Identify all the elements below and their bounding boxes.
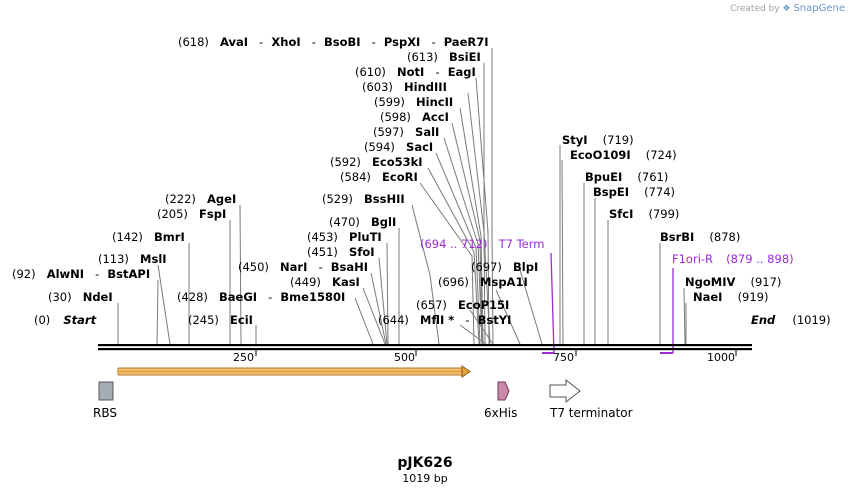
site-line-ecoo109i: [561, 159, 564, 345]
feature-label-6xhis: 6xHis: [484, 406, 517, 420]
feature-t7-terminator: [549, 378, 581, 404]
site-line-blpi: [519, 269, 543, 345]
feature-rbs: [98, 381, 114, 401]
site-label-pluti: (453) PluTI: [307, 226, 382, 245]
site-label-acci: (598) AccI: [380, 106, 449, 125]
site-line-baegi: [354, 297, 374, 345]
site-label-baegi: (428) BaeGI - Bme1580I: [177, 286, 345, 305]
snapgene-credit: Created by ❖ SnapGene: [730, 3, 845, 14]
site-line-nari: [370, 272, 387, 345]
primer-label-f1ori-r: F1ori-R (879 .. 898): [672, 248, 794, 267]
site-label-bsrbi: BsrBI (878): [660, 226, 740, 245]
enzyme-pspxi: PspXI: [384, 35, 420, 49]
site-label-ecii: (245) EciI: [188, 309, 253, 328]
site-label-ecoo109i: EcoO109I (724): [570, 144, 677, 163]
site-line-msli: [157, 264, 171, 345]
site-pos-avai: (618): [178, 35, 209, 49]
site-label-bspei: BspEI (774): [593, 181, 675, 200]
site-label-agei: (222) AgeI: [165, 188, 236, 207]
site-label-ecori: (584) EcoRI: [340, 166, 418, 185]
site-line-pluti: [386, 242, 389, 345]
enzyme-bstapi: BstAPI: [107, 267, 150, 281]
site-label-avai: (618) AvaI - XhoI - BsoBI - PspXI - PaeR…: [178, 31, 489, 50]
site-label-blpi: (697) BlpI: [471, 256, 538, 275]
site-label-bsshii: (529) BssHII: [322, 188, 405, 207]
site-line-alwni: [156, 279, 159, 345]
site-line-hincii: [459, 107, 482, 237]
site-line-hindiii: [467, 92, 485, 233]
site-label-msli: (113) MslI: [98, 248, 167, 267]
site-line-bsshii: [411, 204, 431, 276]
site-line-ecori: [419, 182, 473, 257]
site-label-kasi: (449) KasI: [290, 271, 360, 290]
primer-f1ori-r: [660, 268, 674, 354]
site-line-agei: [239, 204, 242, 345]
site-label-alwni: (92) AlwNI - BstAPI: [12, 263, 150, 282]
enzyme-bstyi: BstYI: [478, 313, 512, 327]
ruler-tick-250: 250: [233, 351, 254, 364]
site-label-bmri: (142) BmrI: [112, 226, 185, 245]
enzyme-avai: AvaI: [220, 35, 248, 49]
site-label-hincii: (599) HincII: [374, 91, 453, 110]
primer-t7-term: [542, 252, 555, 354]
enzyme-eagi: EagI: [448, 65, 476, 79]
site-line-eco53ki: [427, 167, 475, 253]
site-label-mspa1i: (696) MspA1I: [438, 271, 528, 290]
site-label-bgli: (470) BglI: [329, 211, 396, 230]
snapgene-logo-icon: ❖: [782, 4, 791, 14]
backbone: [98, 344, 752, 351]
orf-arrow: [117, 365, 471, 378]
enzyme-bsahi: BsaHI: [331, 260, 368, 274]
enzyme-bme1580i: Bme1580I: [280, 290, 345, 304]
site-label-bsiei: (613) BsiEI: [407, 46, 481, 65]
site-label-ndei: (30) NdeI: [48, 286, 113, 305]
site-label-nari: (450) NarI - BsaHI: [238, 256, 368, 275]
site-line-sali: [443, 137, 479, 245]
site-label-naei: NaeI (919): [693, 286, 769, 305]
site-label-ecop15i: (657) EcoP15I: [416, 294, 509, 313]
site-line-kasi: [362, 287, 386, 345]
site-label-sfoi: (451) SfoI: [307, 241, 375, 260]
credit-prefix: Created by: [730, 4, 780, 14]
site-label-saci: (594) SacI: [364, 136, 433, 155]
ruler-tick-1000: 1000: [707, 351, 735, 364]
credit-brand: SnapGene: [793, 3, 845, 14]
ruler: [255, 350, 737, 356]
site-line-ecop15i: [469, 309, 494, 345]
site-label-noti: (610) NotI - EagI: [355, 61, 476, 80]
plasmid-name: pJK626: [397, 455, 453, 471]
site-label-sali: (597) SalI: [373, 121, 439, 140]
enzyme-xhoi: XhoI: [271, 35, 300, 49]
site-label-eco53ki: (592) Eco53kI: [330, 151, 423, 170]
feature-label-t7-terminator: T7 terminator: [549, 406, 633, 420]
site-label-mfli: (644) MflI * - BstYI: [378, 309, 511, 328]
site-line-saci: [435, 152, 477, 249]
site-label-bpuei: BpuEI (761): [585, 166, 668, 185]
site-line-ngomiv: [683, 287, 686, 345]
site-label-fspi: (205) FspI: [157, 203, 226, 222]
site-lines: [117, 48, 687, 345]
feature-6xhis: [497, 381, 510, 401]
site-label-end: End (1019): [751, 309, 831, 328]
ruler-tick-500: 500: [394, 351, 415, 364]
enzyme-paer7i: PaeR7I: [444, 35, 489, 49]
site-line-acci: [451, 122, 481, 241]
site-label-sfci: SfcI (799): [609, 203, 679, 222]
site-line-sfoi: [378, 257, 388, 345]
site-line-noti: [475, 77, 489, 233]
feature-label-rbs: RBS: [93, 406, 117, 420]
primer-label-t7-term: (694 .. 712) T7 Term: [420, 233, 544, 252]
site-line-mspa1i: [495, 289, 521, 345]
site-label-start: (0) Start: [34, 309, 97, 328]
site-label-hindiii: (603) HindIII: [362, 76, 447, 95]
site-line-mfli: [459, 324, 487, 345]
enzyme-bsobi: BsoBI: [324, 35, 361, 49]
site-label-styi: StyI (719): [562, 129, 634, 148]
ruler-tick-750: 750: [553, 351, 574, 364]
plasmid-length: 1019 bp: [402, 472, 448, 485]
site-label-ngomiv: NgoMIV (917): [685, 271, 781, 290]
